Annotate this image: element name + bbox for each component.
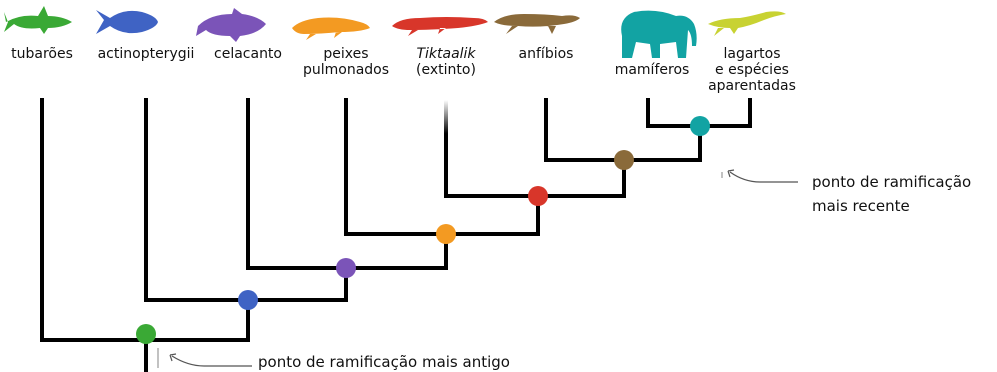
node-coelacanth-rest <box>336 258 356 278</box>
label-sharks: tubarões <box>11 46 73 62</box>
node-lungfish-rest <box>436 224 456 244</box>
amphibian-silhouette <box>494 14 580 34</box>
fish-silhouette <box>96 10 158 34</box>
annotation-oldest-branch-point: ponto de ramificação mais antigo <box>258 352 510 372</box>
elephant-icon <box>621 11 696 58</box>
branch-tiktaalik-fade <box>444 100 448 196</box>
lizard-silhouette <box>708 11 786 36</box>
elephant-silhouette <box>621 11 696 58</box>
node-sharks-rest <box>136 324 156 344</box>
lungfish-silhouette <box>292 18 370 41</box>
lizard-icon <box>708 11 786 36</box>
tiktaalik-icon <box>392 17 488 36</box>
node-actinopterygii-rest <box>238 290 258 310</box>
ray-finned-fish-icon <box>96 10 158 34</box>
label-coelacanth: celacanto <box>214 46 282 62</box>
label-actinopterygii: actinopterygii <box>98 46 195 62</box>
label-amphibians: anfíbios <box>519 46 574 62</box>
node-tiktaalik-rest <box>528 186 548 206</box>
coelacanth-silhouette <box>196 8 266 42</box>
branch-nodes <box>136 116 710 344</box>
node-amphibians-rest <box>614 150 634 170</box>
tiktaalik-silhouette <box>392 17 488 36</box>
coelacanth-icon <box>196 8 266 42</box>
branch-lungfish <box>346 100 538 234</box>
shark-silhouette <box>4 6 72 34</box>
label-tiktaalik: Tiktaalik(extinto) <box>416 46 476 78</box>
shark-icon <box>4 6 72 34</box>
oldest-arrow-icon <box>158 348 252 368</box>
node-mammals-lizards <box>690 116 710 136</box>
label-mammals: mamíferos <box>615 62 690 78</box>
amphibian-icon <box>494 14 580 34</box>
annotation-recent-branch-point: ponto de ramificação mais recente <box>812 170 971 218</box>
lungfish-icon <box>292 18 370 41</box>
recent-arrow-icon <box>722 170 798 182</box>
